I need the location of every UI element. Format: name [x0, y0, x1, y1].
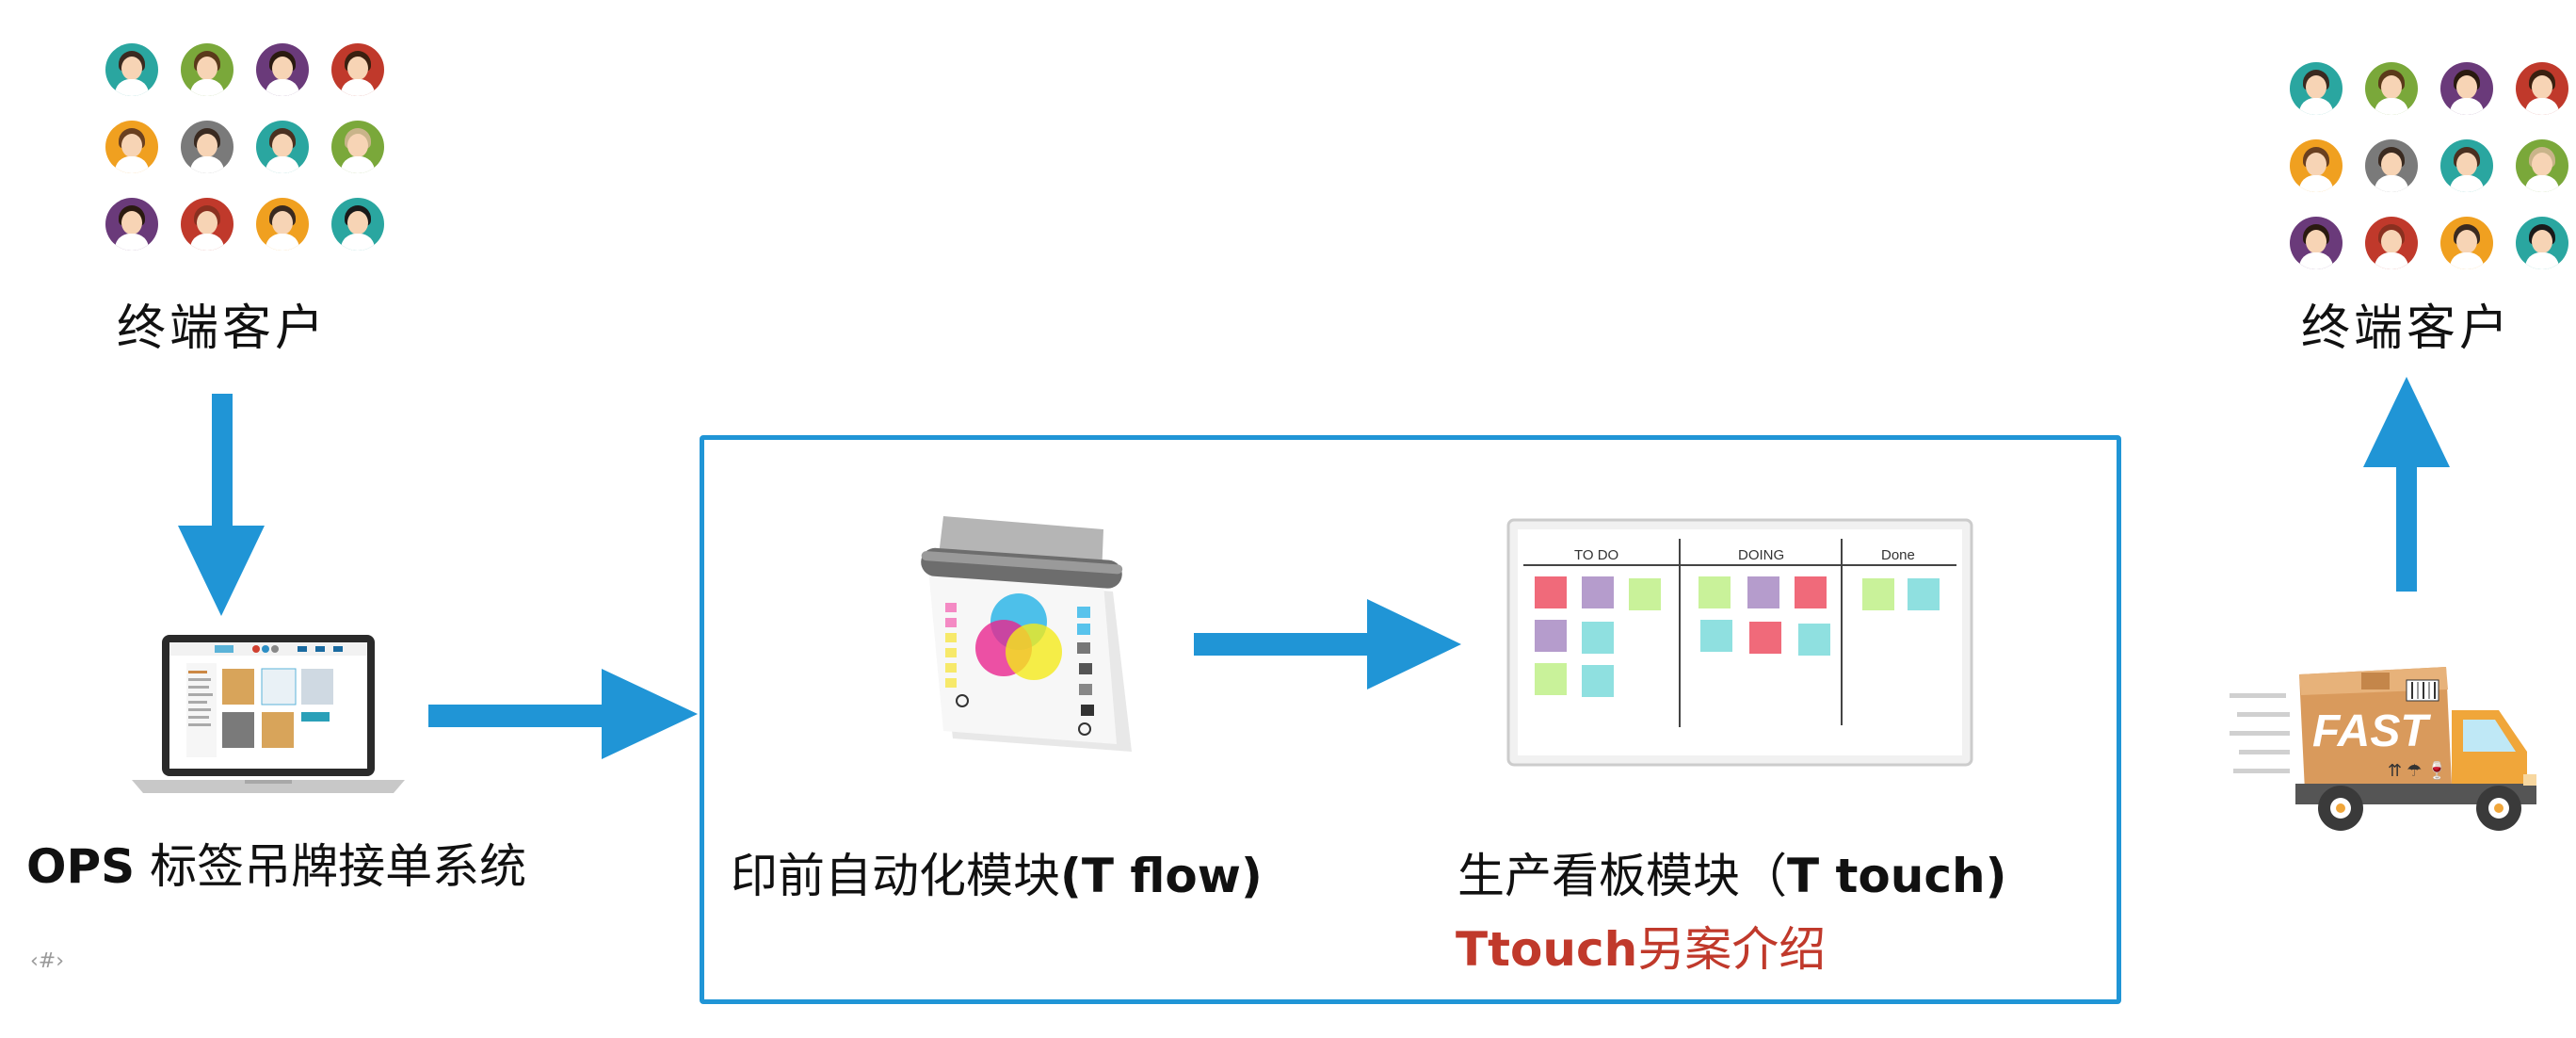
delivery-truck-icon: FAST ⇈ ☂ 🍷	[2230, 667, 2536, 831]
avatar-icon	[2516, 62, 2568, 115]
tflow-label-bold: (T flow)	[1060, 849, 1263, 903]
avatar-icon	[331, 121, 384, 173]
middle-arrow-icon	[1194, 599, 1461, 689]
ttouch-label-bold: T touch)	[1787, 849, 2007, 903]
tflow-label: 印前自动化模块(T flow)	[731, 838, 1263, 906]
ttouch-label-cn: 生产看板模块（	[1457, 849, 1787, 903]
kanban-col-doing: DOING	[1738, 547, 1784, 563]
page-number: ‹#›	[30, 949, 65, 973]
tflow-label-cn: 印前自动化模块	[731, 849, 1060, 903]
right-customer-avatars	[2290, 62, 2568, 269]
up-arrow-icon	[2363, 377, 2450, 592]
avatar-icon	[2365, 62, 2418, 115]
avatar-icon	[2290, 217, 2343, 269]
avatar-icon	[105, 43, 158, 96]
avatar-icon	[105, 121, 158, 173]
avatar-icon	[105, 198, 158, 251]
down-arrow-icon	[178, 394, 265, 616]
laptop-icon	[132, 635, 405, 793]
avatar-icon	[2365, 217, 2418, 269]
avatar-icon	[331, 43, 384, 96]
avatar-icon	[2440, 62, 2493, 115]
avatar-icon	[2440, 217, 2493, 269]
avatar-icon	[2516, 217, 2568, 269]
production-modules-box	[700, 435, 2121, 1004]
ops-label-rest: 标签吊牌接单系统	[135, 839, 527, 894]
kanban-col-todo: TO DO	[1574, 547, 1618, 563]
avatar-icon	[331, 198, 384, 251]
printer-roll-icon	[921, 516, 1132, 752]
left-customers-label: 终端客户	[117, 300, 329, 357]
kanban-board-icon: TO DO DOING Done	[1506, 518, 1973, 767]
avatar-icon	[256, 198, 309, 251]
right-arrow-icon	[428, 669, 698, 759]
right-customers-label: 终端客户	[2301, 300, 2513, 357]
avatar-icon	[181, 43, 233, 96]
truck-fast-text: FAST	[2312, 706, 2431, 756]
avatar-icon	[181, 121, 233, 173]
left-customer-avatars	[105, 43, 384, 251]
avatar-icon	[2365, 139, 2418, 192]
avatar-icon	[2516, 139, 2568, 192]
kanban-col-done: Done	[1881, 547, 1915, 563]
svg-text:⇈ ☂ 🍷: ⇈ ☂ 🍷	[2388, 760, 2448, 780]
avatar-icon	[256, 121, 309, 173]
ttouch-link-bold: Ttouch	[1456, 922, 1638, 977]
avatar-icon	[256, 43, 309, 96]
avatar-icon	[2290, 139, 2343, 192]
avatar-icon	[2440, 139, 2493, 192]
avatar-icon	[2290, 62, 2343, 115]
ttouch-intro-link[interactable]: Ttouch另案介绍	[1456, 912, 1826, 980]
ttouch-label: 生产看板模块（T touch)	[1457, 838, 2006, 906]
ttouch-link-rest: 另案介绍	[1637, 922, 1827, 977]
avatar-icon	[181, 198, 233, 251]
ops-label-bold: OPS	[26, 839, 136, 894]
ops-label: OPS 标签吊牌接单系统	[26, 829, 526, 897]
